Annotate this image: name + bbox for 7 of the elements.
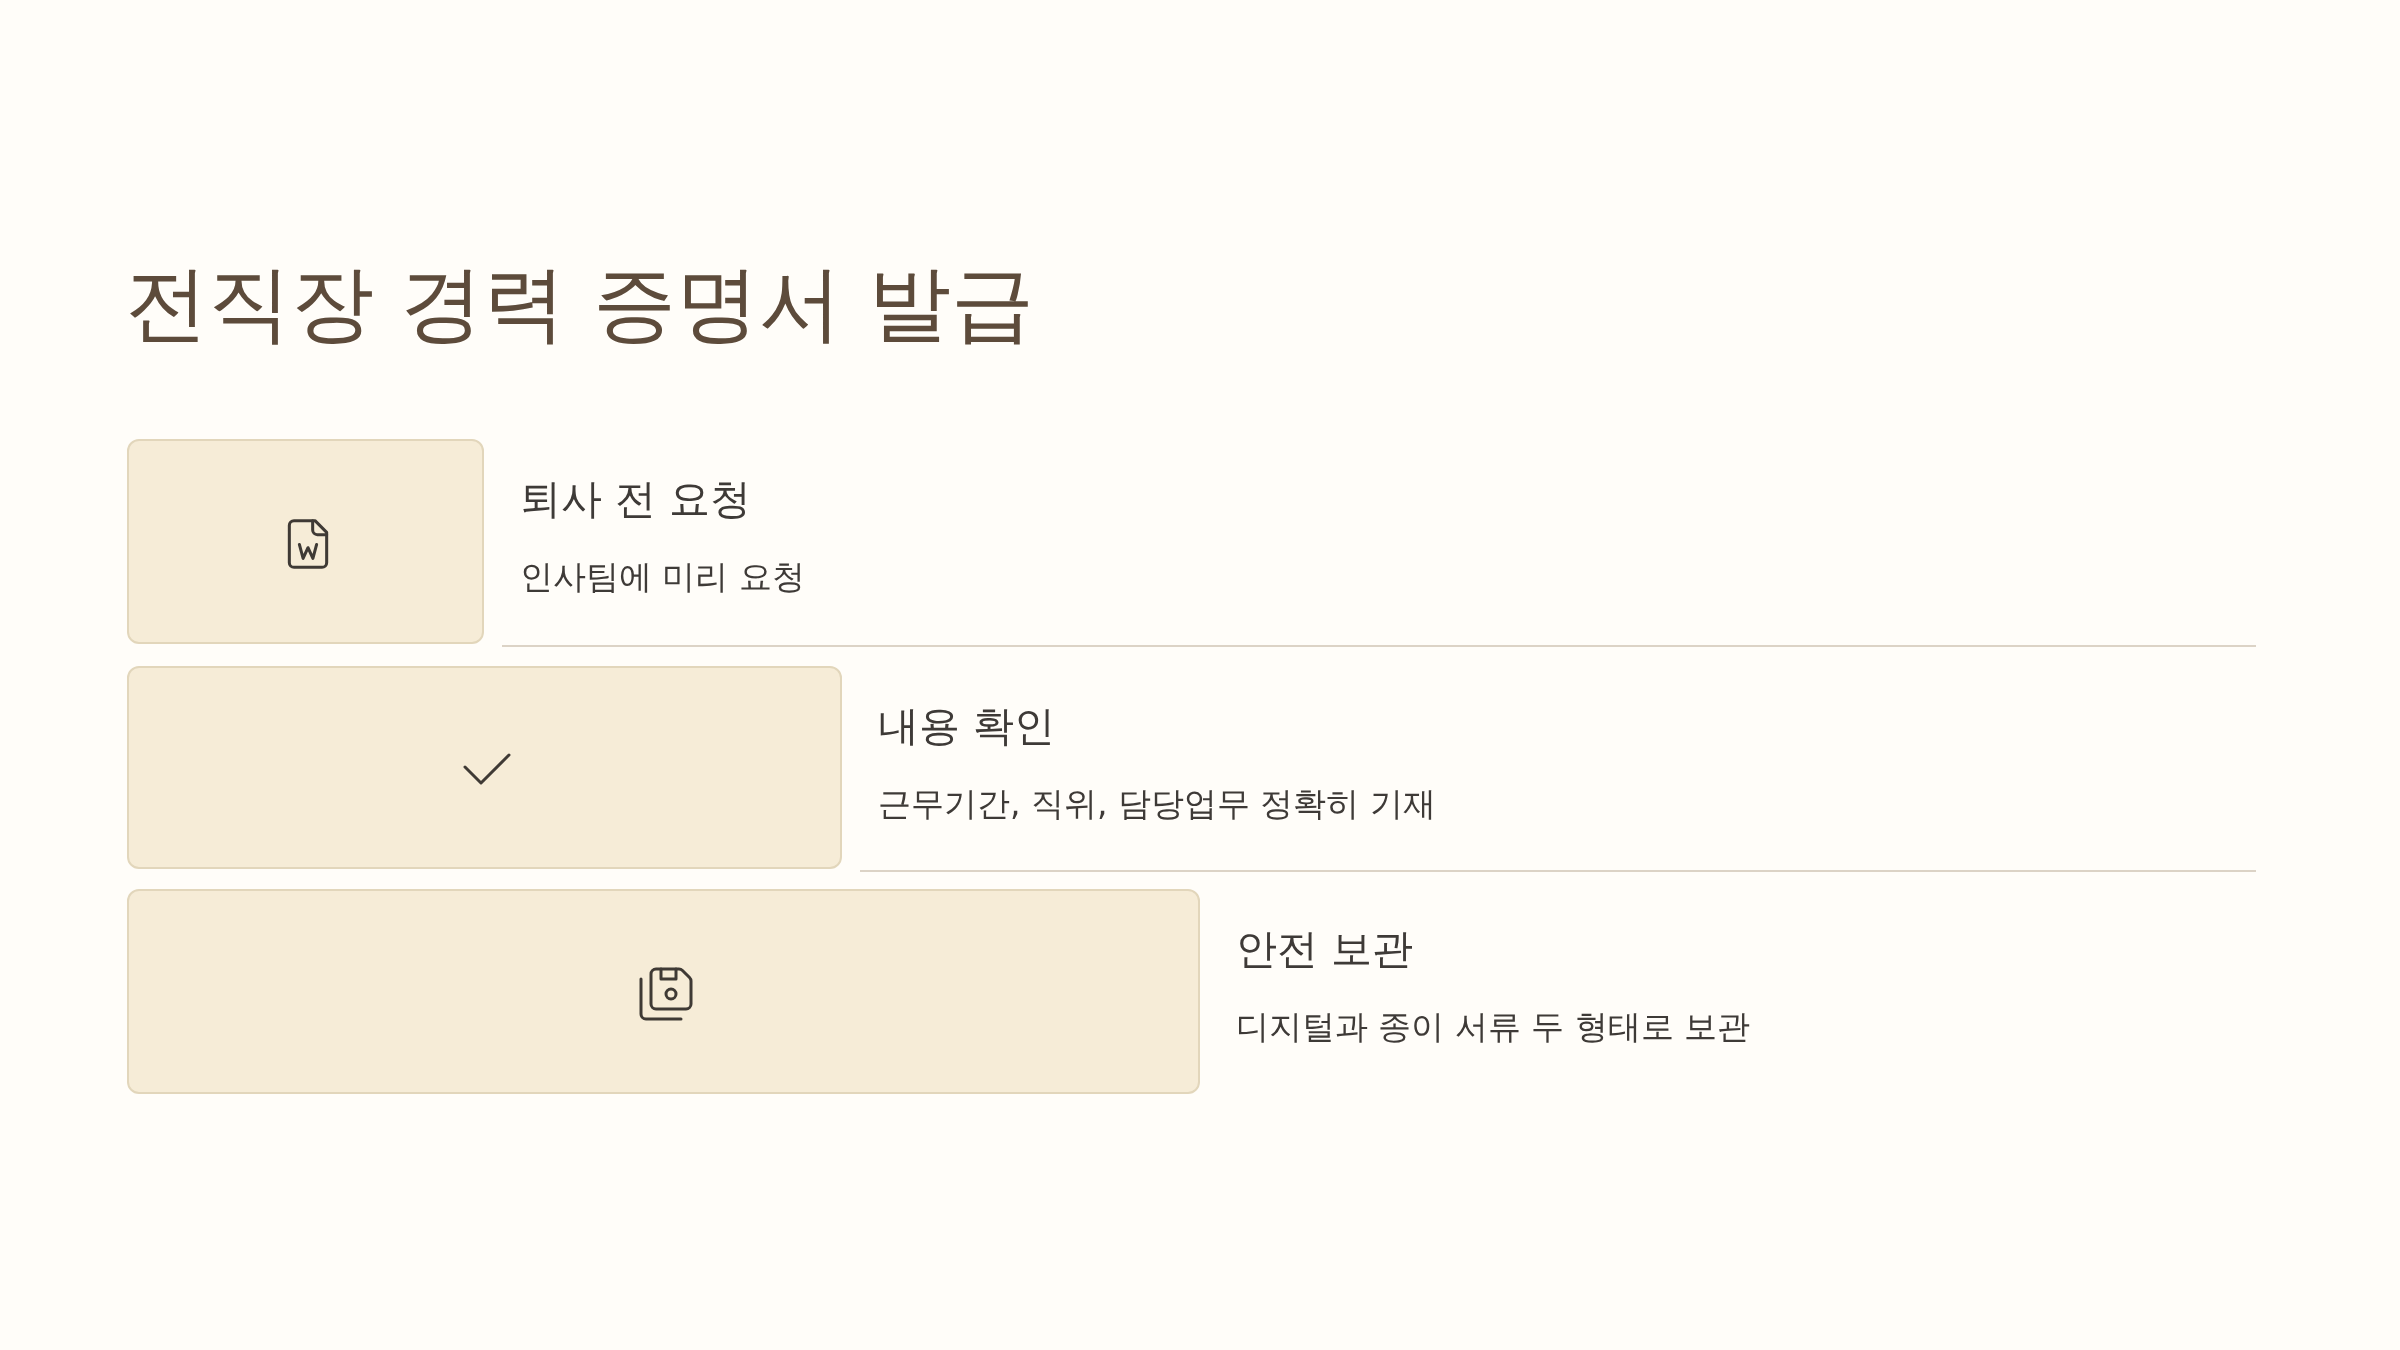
step-heading: 퇴사 전 요청 bbox=[520, 475, 752, 525]
step-heading: 안전 보관 bbox=[1236, 925, 1414, 975]
title: 전직장 경력 증명서 발급 bbox=[125, 254, 1035, 354]
step-description: 인사팀에 미리 요청 bbox=[520, 557, 805, 597]
step-description: 디지털과 종이 서류 두 형태로 보관 bbox=[1236, 1007, 1751, 1047]
step-description: 근무기간, 직위, 담당업무 정확히 기재 bbox=[878, 784, 1436, 824]
step-heading: 내용 확인 bbox=[878, 702, 1056, 752]
